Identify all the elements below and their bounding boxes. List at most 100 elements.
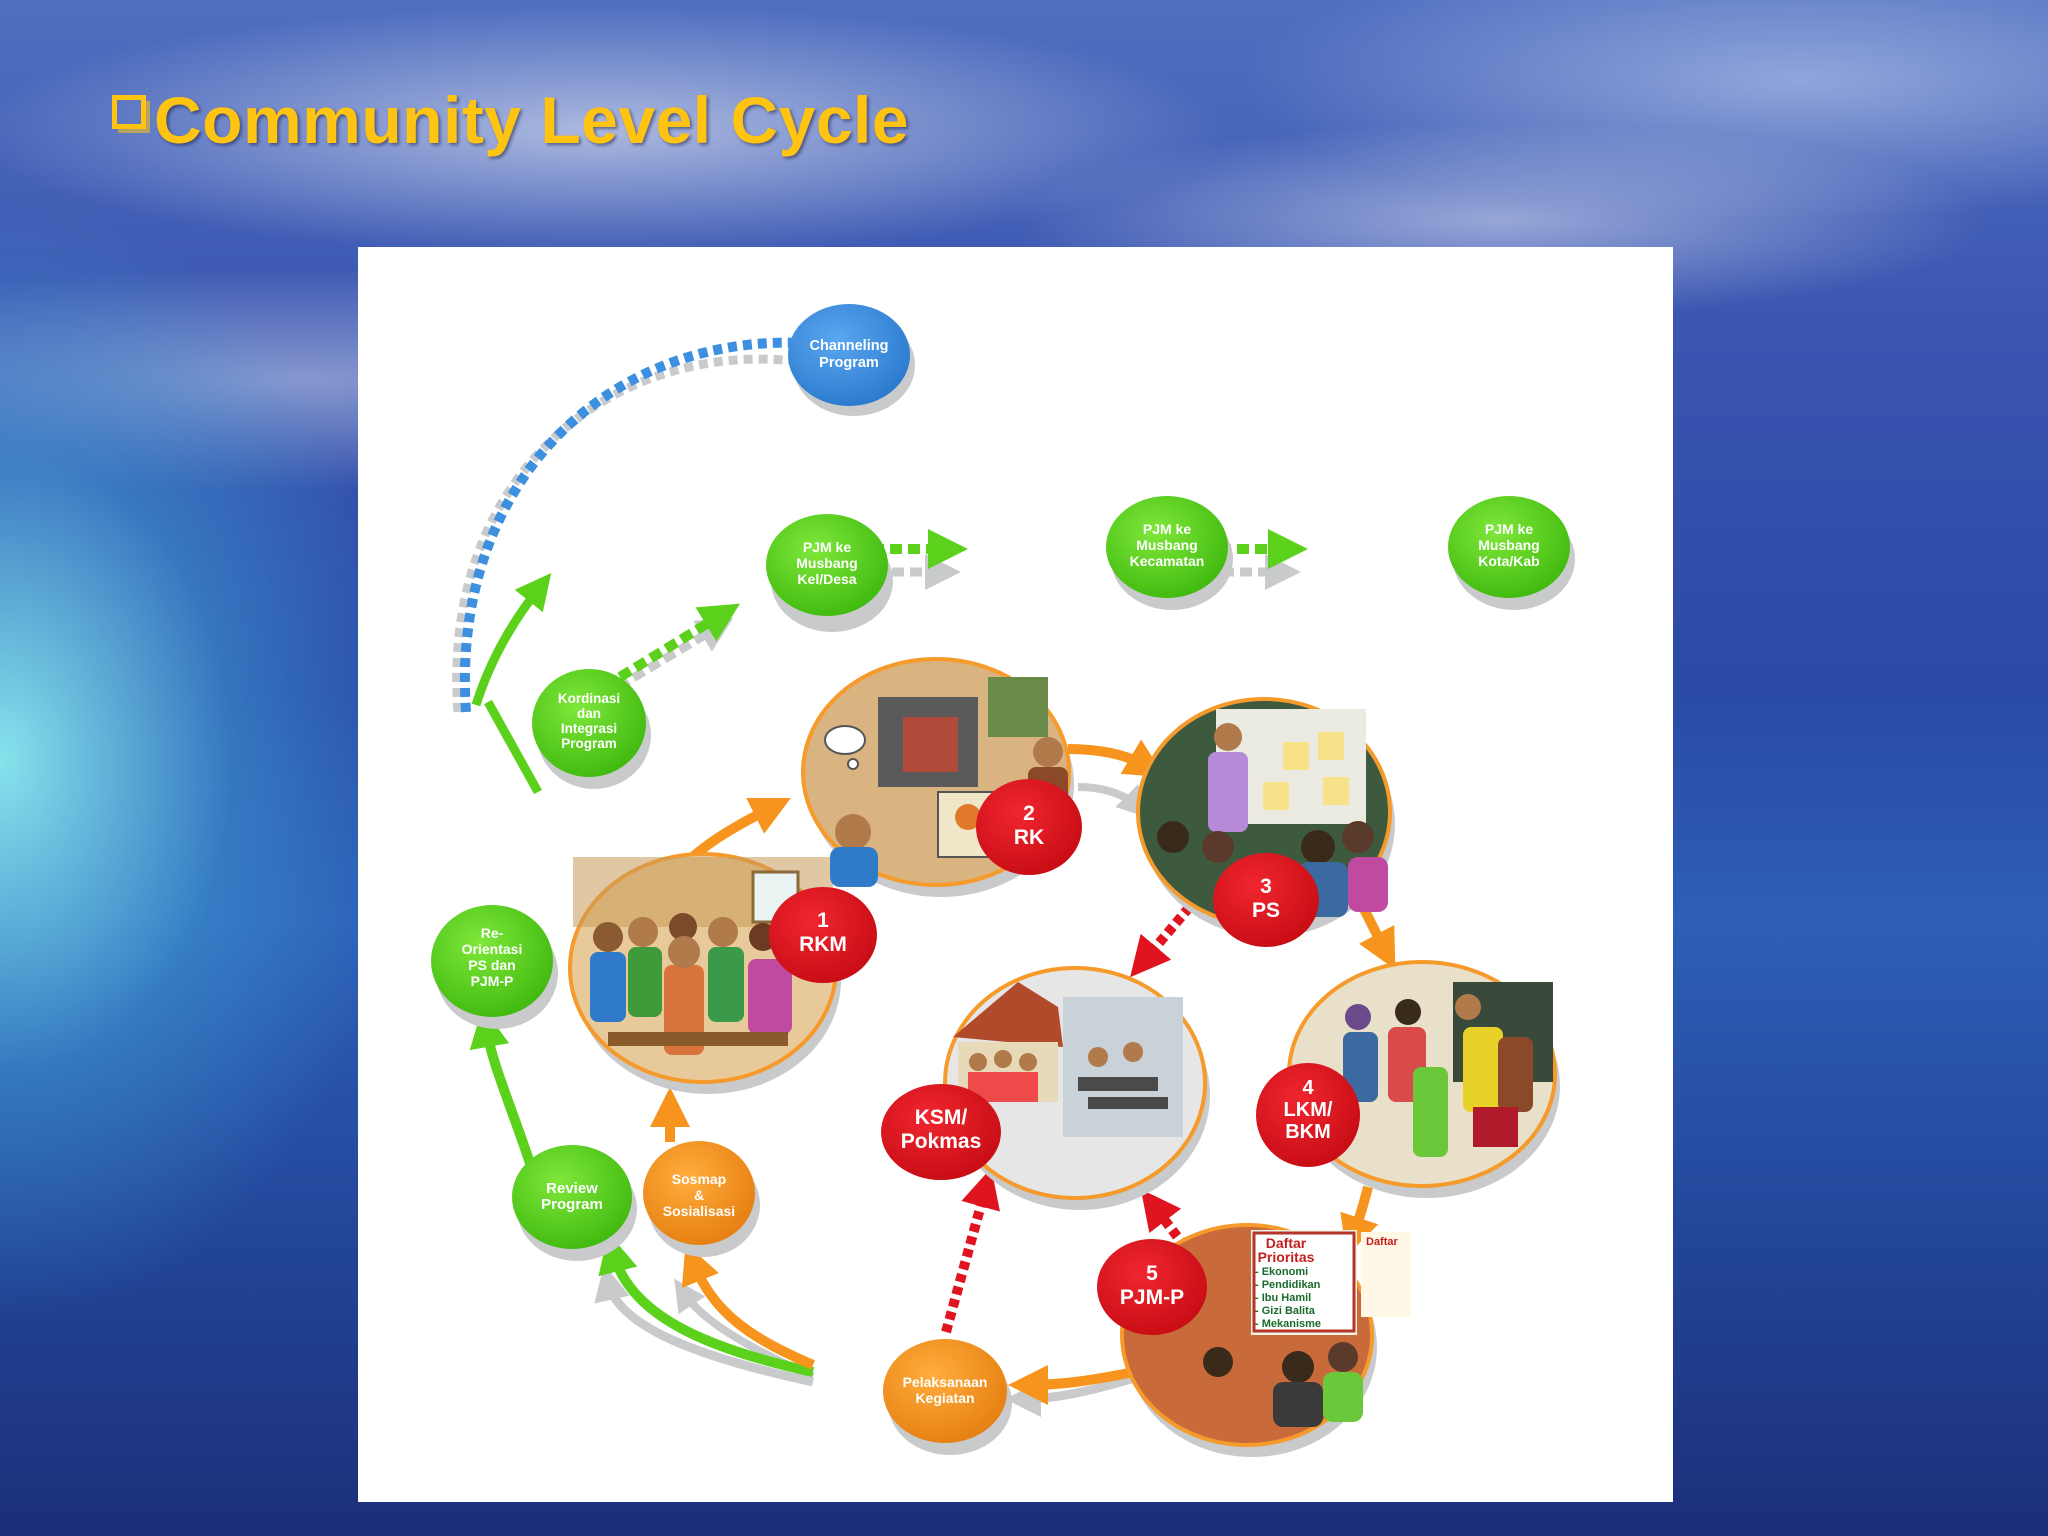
stage-label-line: RK (1014, 826, 1044, 849)
arrow-pelaksanaan-to-sosmap (681, 1243, 815, 1370)
poster-side-heading: Daftar (1366, 1236, 1399, 1248)
node-label-line: Integrasi (561, 721, 617, 736)
bullet-square-icon (112, 95, 146, 129)
node-label-line: PJM-P (471, 973, 514, 989)
node-label-line: Kel/Desa (797, 571, 856, 587)
stage-label-line: 4 (1302, 1077, 1314, 1099)
node-label-line: Kordinasi (558, 691, 620, 706)
stage-label-line: 3 (1260, 875, 1272, 898)
slide-title-text: Community Level Cycle (154, 83, 910, 157)
node-label-line: PJM ke (1485, 521, 1533, 537)
shadow-arrow-blue (452, 354, 886, 713)
node-label-line: Sosialisasi (663, 1203, 735, 1219)
svg-text:2RK: 2RK (1014, 802, 1044, 849)
node-label-line: dan (577, 706, 601, 721)
stage-label-line: BKM (1285, 1121, 1331, 1143)
node-label-line: & (694, 1187, 704, 1203)
node-label-line: Kota/Kab (1478, 553, 1539, 569)
svg-text:Sosmap&Sosialisasi: Sosmap&Sosialisasi (663, 1171, 735, 1219)
stage-label-line: 1 (817, 909, 829, 932)
stage-label-line: PS (1252, 899, 1280, 922)
node-label-line: Program (561, 736, 617, 751)
svg-text:- Ekonomi- Pendidikan- Ibu Ham: - Ekonomi- Pendidikan- Ibu Hamil- Gizi B… (1255, 1266, 1321, 1330)
node-label-line: PJM ke (803, 539, 851, 555)
arrow-pjmp-to-ksm (1140, 1189, 1197, 1261)
node-label-line: Kegiatan (915, 1390, 974, 1406)
shadow-arrow-green-1 (615, 617, 734, 691)
stage-label-line: 5 (1146, 1262, 1158, 1285)
node-label-line: Musbang (796, 555, 857, 571)
arrow-review-to-reorientasi (469, 1007, 538, 1174)
arrow-pelaksanaan-to-review (598, 1232, 815, 1377)
stage-label-line: 2 (1023, 802, 1035, 825)
poster-item: - Ibu Hamil (1255, 1292, 1311, 1304)
arrow-lkm-to-pjmp (1340, 1185, 1379, 1256)
shadow-arrow-rk-ps (1077, 783, 1150, 819)
stage-label-line: RKM (799, 933, 847, 956)
node-label-line: Musbang (1136, 537, 1197, 553)
node-label-line: Re- (481, 925, 504, 941)
svg-text:KSM/Pokmas: KSM/Pokmas (901, 1106, 982, 1153)
priority-poster (1252, 1231, 1356, 1333)
poster-heading-line: Prioritas (1258, 1249, 1315, 1265)
stage-label-line: Pokmas (901, 1130, 982, 1153)
node-label-line: Kecamatan (1130, 553, 1205, 569)
shadow-arrow-review (594, 1264, 814, 1387)
arrow-reorientasi-to-kordinasi (484, 699, 542, 795)
poster-heading-line: Daftar (1266, 1235, 1307, 1251)
stage-ksm-illustration (943, 966, 1210, 1210)
node-label-line: Pelaksanaan (903, 1374, 988, 1390)
arrow-up-to-kordinasi (478, 705, 538, 802)
arrow-kordinasi-to-pjm-kel (617, 603, 741, 682)
node-label-line: Program (819, 355, 879, 371)
node-sosmap-sosialisasi: Sosmap&Sosialisasi (643, 1141, 760, 1257)
stage-lkm-illustration (1287, 960, 1560, 1198)
node-label-line: Program (541, 1196, 603, 1213)
slide-title: Community Level Cycle (112, 82, 909, 158)
arrow-reorient-up (471, 572, 552, 707)
poster-item: - Gizi Balita (1255, 1305, 1316, 1317)
node-label-line: Musbang (1478, 537, 1539, 553)
arrow-reorientasi-to-channeling (459, 330, 903, 713)
node-label-line: PS dan (468, 957, 515, 973)
stage-label-line: PJM-P (1120, 1286, 1184, 1309)
poster-item: - Mekanisme (1255, 1318, 1321, 1330)
node-label-line: Sosmap (672, 1171, 726, 1187)
arrow-pelaksanaan-to-ksm (941, 1167, 1000, 1334)
node-label-line: Channeling (810, 338, 889, 354)
poster-item: - Ekonomi (1255, 1266, 1308, 1278)
node-label-line: PJM ke (1143, 521, 1191, 537)
poster-item: - Pendidikan (1255, 1279, 1321, 1291)
arrow-rk-to-ps (1067, 739, 1166, 778)
svg-text:3PS: 3PS (1252, 875, 1280, 922)
stage-label-line: KSM/ (915, 1106, 968, 1129)
node-label-line: Orientasi (462, 941, 523, 957)
